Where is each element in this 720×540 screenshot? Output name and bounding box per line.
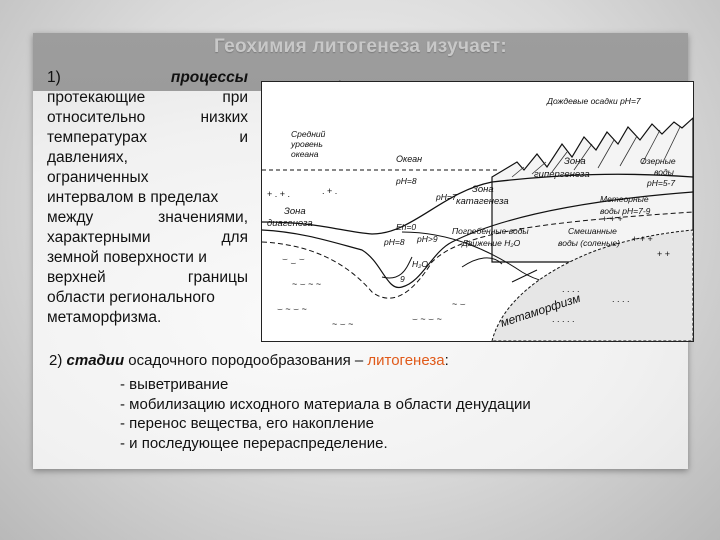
svg-text:⌣ ~ ⌣ ~: ⌣ ~ ⌣ ~ [277, 304, 307, 314]
ph7-label: pH=7 [435, 192, 457, 202]
hypergenesis-zone-label: гипергенеза [534, 169, 590, 180]
svg-text:. + .: . + . [322, 186, 337, 196]
svg-text:~ ⌣ ~ ~: ~ ⌣ ~ ~ [292, 279, 321, 289]
ocean-label: Океан [396, 154, 422, 164]
sediment-marks: ⌣ ‿ ⌣ ~ ⌣ ~ ~ ⌣ ~ ⌣ ~ ~ ⌣ ~ ⌣ ~ ⌣ ~ ~ ⌣ … [267, 186, 670, 329]
layer-line [262, 191, 693, 289]
list-item: - и последующее перераспределение. [120, 434, 388, 452]
svg-text:⌣ ‿ ⌣: ⌣ ‿ ⌣ [282, 254, 305, 264]
sea-level-label: Средний [291, 129, 326, 139]
svg-text:+ . + .: + . + . [267, 189, 290, 199]
rain-label: Дождевые осадки pH=7 [546, 96, 641, 106]
slide-title: Геохимия литогенеза изучает: [214, 36, 507, 57]
svg-text:. . . .: . . . . [612, 294, 630, 304]
ocean-ph-label: pH=8 [395, 176, 417, 186]
mixed-waters-label: воды (соленые) [558, 238, 620, 248]
diagenesis-zone-label: диагенеза [267, 218, 313, 229]
lake-waters-label: pH=5-7 [646, 178, 675, 188]
nine-label: 9 [400, 274, 405, 284]
mixed-waters-label: Смешанные [568, 226, 617, 236]
svg-text:. . . . .: . . . . . [552, 314, 575, 324]
lake-waters-label: Озерные [640, 156, 676, 166]
lake-waters-label: воды [654, 167, 675, 177]
text-line: ограниченных [47, 169, 149, 186]
mountain-range [491, 117, 693, 263]
sea-level-label: океана [291, 149, 319, 159]
svg-text:⌣ ~ ⌣ ~: ⌣ ~ ⌣ ~ [412, 314, 442, 324]
flow-arrows [381, 256, 538, 283]
stray-comma: , [338, 70, 342, 85]
stages-list: - выветривание - мобилизацию исходного м… [120, 375, 531, 453]
text-line: земной поверхности и [47, 249, 207, 266]
list-item: - мобилизацию исходного материала в обла… [120, 395, 531, 413]
buried-waters-label: Погребенные воды [452, 226, 529, 236]
svg-text:+ + +: + + + [602, 214, 623, 224]
lower-ph-label: pH=8 [383, 237, 405, 247]
sea-level-label: уровень [290, 139, 323, 149]
text-line: области регионального [47, 289, 215, 306]
list-item: - перенос вещества, его накопление [120, 415, 375, 432]
ph9-label: pH>9 [416, 234, 438, 244]
list-item: - выветривание [120, 376, 229, 393]
hypergenesis-zone-label: Зона [564, 156, 586, 167]
svg-text:~ ⌣: ~ ⌣ [452, 299, 466, 309]
metamorphism-zone [491, 229, 693, 341]
text-line: 1)процессы [47, 69, 248, 86]
svg-text:+ + +: + + + [632, 234, 653, 244]
layer-line [262, 211, 693, 299]
text-line: интервалом в пределах [47, 189, 219, 206]
lithogenesis-diagram: ⌣ ‿ ⌣ ~ ⌣ ~ ~ ⌣ ~ ⌣ ~ ~ ⌣ ~ ⌣ ~ ⌣ ~ ~ ⌣ … [261, 81, 694, 342]
meteoric-waters-label: воды pH=7-9 [600, 206, 651, 216]
diagenesis-zone-label: Зона [284, 206, 306, 217]
stages-heading: 2) стадии осадочного породообразования –… [49, 352, 449, 369]
text-line: давлениях, [47, 149, 128, 166]
catagenesis-zone-label: Зона [472, 184, 494, 195]
svg-text:+ +: + + [657, 249, 670, 259]
svg-text:. . . .: . . . . [562, 284, 580, 294]
eh-label: Eh=0 [396, 222, 416, 232]
meteoric-waters-label: Метеорные [600, 194, 649, 204]
catagenesis-zone-label: катагенеза [456, 196, 509, 207]
seafloor-line [262, 173, 693, 235]
mountain-hatching [511, 126, 681, 178]
buried-waters-label: Движение H₂O [461, 238, 521, 248]
text-line: метаморфизма. [47, 309, 162, 326]
svg-text:~ ⌣ ~: ~ ⌣ ~ [332, 319, 353, 329]
h2o-label: H₂O [412, 259, 428, 269]
